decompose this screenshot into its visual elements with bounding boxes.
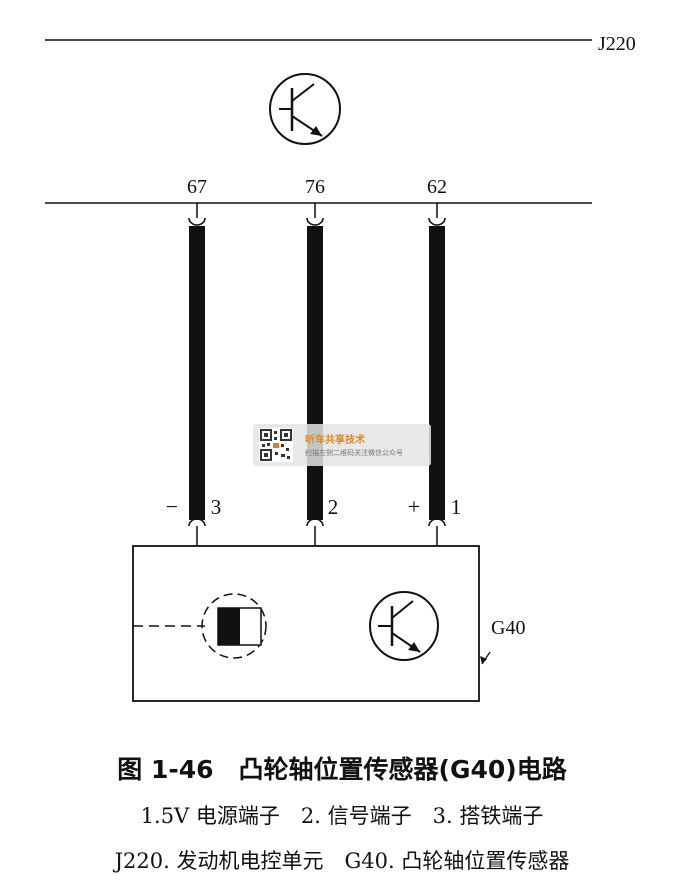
pin-67-label: 67 [187, 176, 207, 198]
hall-element-icon [133, 593, 267, 659]
pin-62-label: 62 [427, 176, 447, 198]
sensor-box [132, 545, 480, 702]
wire-pin-76 [306, 203, 324, 546]
watermark-banner: 听车共享技术 扫描左侧二维码关注微信公众号 [253, 424, 431, 466]
figure-title: 图 1-46 凸轮轴位置传感器(G40)电路 [117, 755, 567, 784]
watermark-subtitle: 扫描左侧二维码关注微信公众号 [305, 449, 403, 457]
qr-code-icon [259, 428, 293, 462]
watermark-title: 听车共享技术 [305, 435, 365, 446]
ecu-label: J220 [598, 33, 636, 55]
wire-pin-62 [428, 203, 446, 546]
terminal-2-label: 2 [328, 495, 339, 519]
wire-pin-67 [188, 203, 206, 546]
polarity-minus-label: − [166, 494, 178, 519]
pin-76-label: 76 [305, 176, 325, 198]
polarity-plus-label: + [408, 494, 420, 519]
ecu-transistor-icon [269, 73, 341, 145]
sensor-transistor-icon [369, 591, 439, 661]
sensor-label-arrowhead [480, 656, 487, 664]
figure-legend-terminals: 1.5V 电源端子 2. 信号端子 3. 搭铁端子 [140, 804, 544, 828]
terminal-3-label: 3 [211, 495, 222, 519]
sensor-label: G40 [491, 617, 525, 639]
terminal-1-label: 1 [451, 495, 462, 519]
figure-legend-components: J220. 发动机电控单元 G40. 凸轮轴位置传感器 [114, 849, 570, 873]
